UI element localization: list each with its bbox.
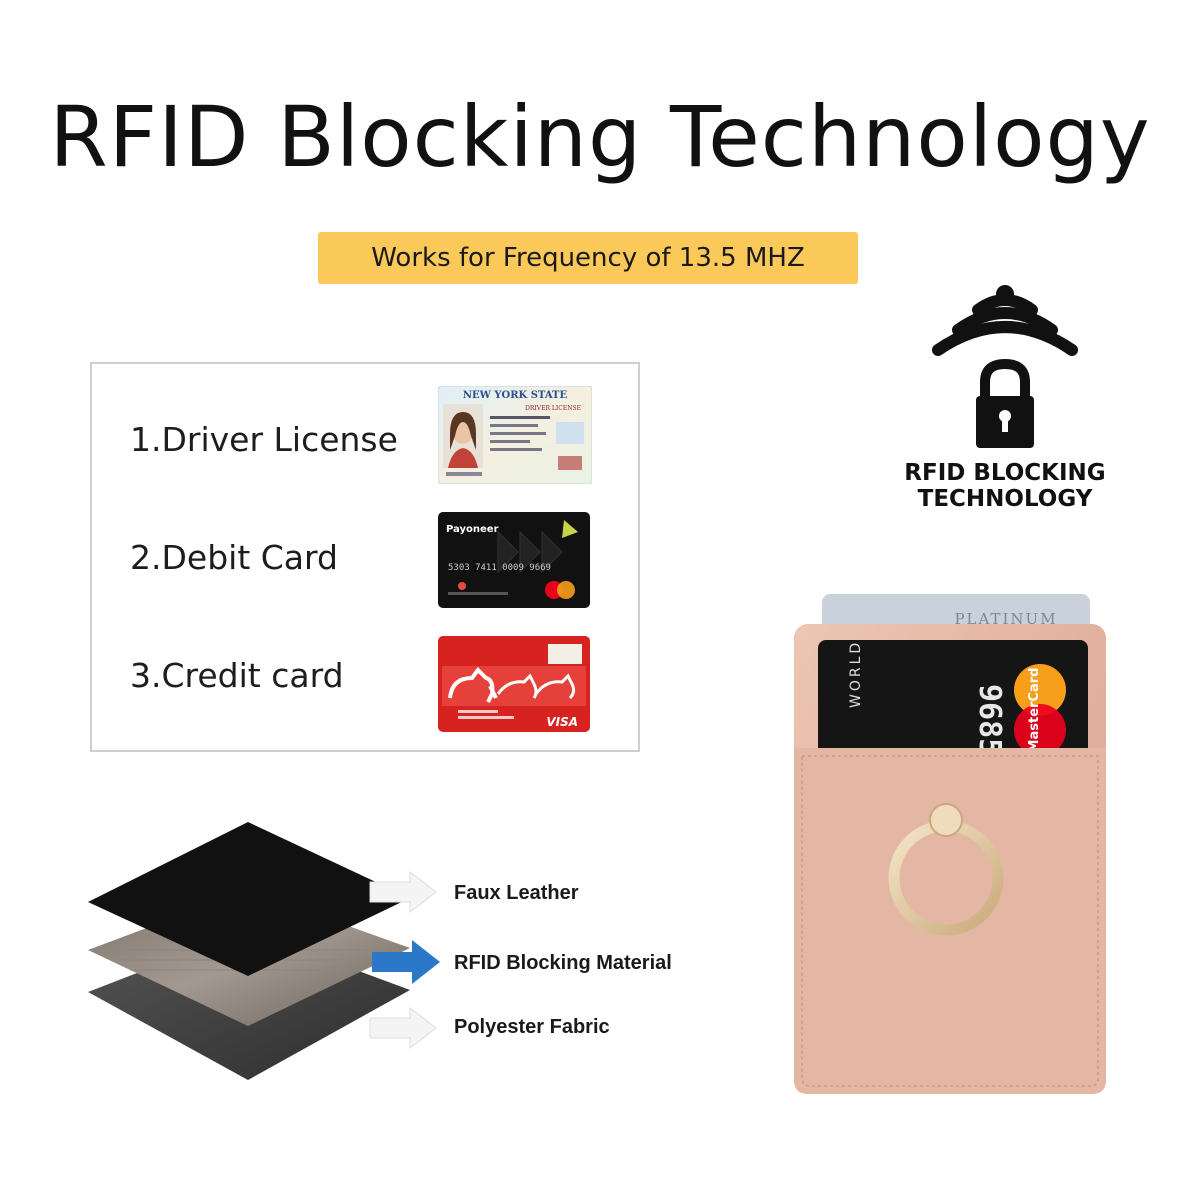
license-subheader: DRIVER LICENSE	[525, 405, 581, 412]
badge-text: RFID BLOCKING TECHNOLOGY	[880, 460, 1130, 512]
layer-label-faux-leather: Faux Leather	[454, 882, 579, 904]
card-types-panel: 1.Driver License 2.Debit Card 3.Credit c…	[90, 362, 640, 752]
layer-label-polyester: Polyester Fabric	[454, 1016, 610, 1038]
card-label-credit-card: 3.Credit card	[130, 656, 344, 695]
badge-line-2: TECHNOLOGY	[917, 486, 1093, 512]
arrow-right-icon	[369, 1006, 437, 1050]
wallet-pocket	[794, 748, 1106, 1094]
card-holder-product-image: PLATINUM WORLD 9685 MasterCard	[794, 594, 1106, 1094]
arrow-right-icon	[369, 870, 437, 914]
material-layers-illustration	[88, 822, 440, 1080]
card-label-driver-license: 1.Driver License	[130, 420, 398, 459]
frequency-banner: Works for Frequency of 13.5 MHZ	[318, 232, 858, 284]
layer-label-rfid-material: RFID Blocking Material	[454, 952, 672, 974]
license-header: NEW YORK STATE	[463, 390, 568, 401]
badge-line-1: RFID BLOCKING	[904, 460, 1106, 486]
debit-number: 5303 7411 0009 9669	[448, 563, 551, 573]
credit-network: VISA	[546, 715, 578, 729]
front-card-world-text: WORLD	[848, 640, 864, 708]
platinum-card-label: PLATINUM	[954, 610, 1057, 628]
wifi-lock-icon	[932, 285, 1078, 448]
card-label-debit-card: 2.Debit Card	[130, 538, 338, 577]
front-card-number: 9685	[972, 684, 1007, 756]
credit-card-image: VISA	[438, 636, 590, 732]
frequency-text: Works for Frequency of 13.5 MHZ	[371, 243, 805, 273]
front-card-brand: MasterCard	[1027, 668, 1042, 753]
faux-leather-layer	[88, 822, 410, 976]
debit-brand: Payoneer	[446, 524, 499, 535]
page-title: RFID Blocking Technology	[49, 88, 1151, 186]
arrow-right-icon	[372, 940, 440, 984]
driver-license-image: NEW YORK STATE DRIVER LICENSE	[438, 386, 592, 484]
debit-card-image: Payoneer 5303 7411 0009 9669	[438, 512, 590, 608]
